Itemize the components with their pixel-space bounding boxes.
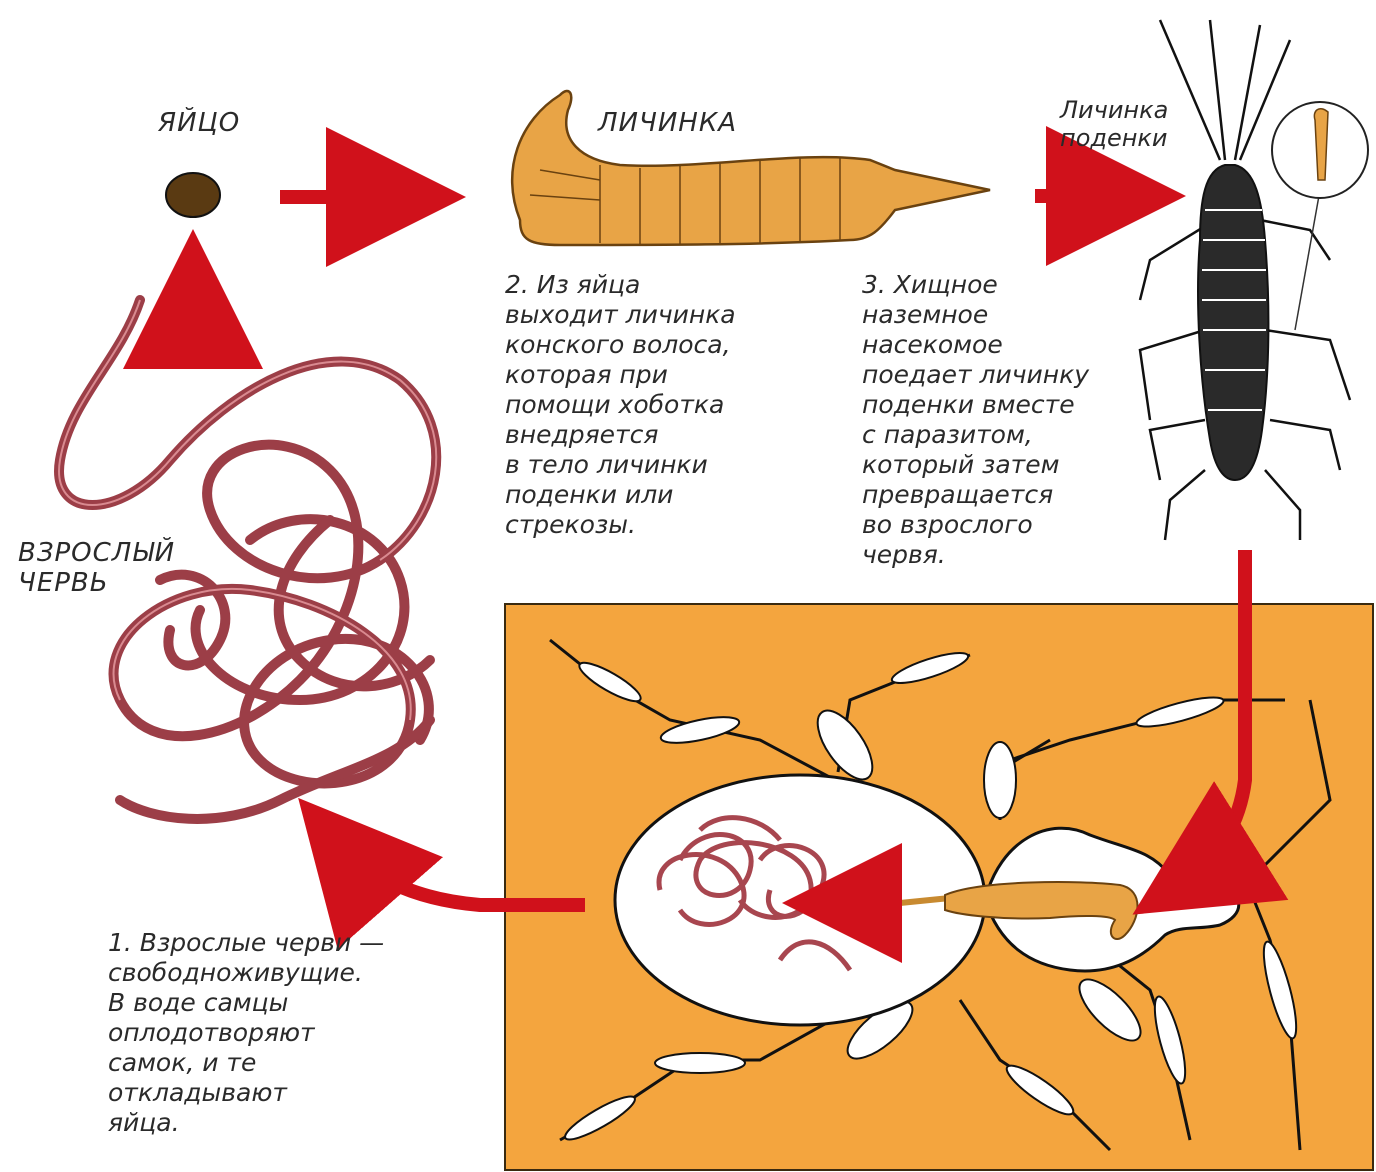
caption-step-2: 2. Из яйца выходит личинка конского воло… xyxy=(505,270,736,540)
caption-step-1: 1. Взрослые черви — свободноживущие. В в… xyxy=(108,928,384,1138)
egg-label: ЯЙЦО xyxy=(158,108,240,138)
egg xyxy=(166,173,220,217)
mayfly-larva-label: Личинка поденки xyxy=(1060,96,1168,152)
caption-step-3: 3. Хищное наземное насекомое поедает лич… xyxy=(862,270,1089,570)
horsehair-larva xyxy=(512,91,990,245)
adult-worm-label: ВЗРОСЛЫЙ ЧЕРВЬ xyxy=(18,538,175,598)
inset-pointer-line xyxy=(1295,190,1320,330)
mayfly-body xyxy=(1198,165,1268,480)
adult-worm-highlight xyxy=(59,300,436,720)
larva-label: ЛИЧИНКА xyxy=(598,108,737,138)
